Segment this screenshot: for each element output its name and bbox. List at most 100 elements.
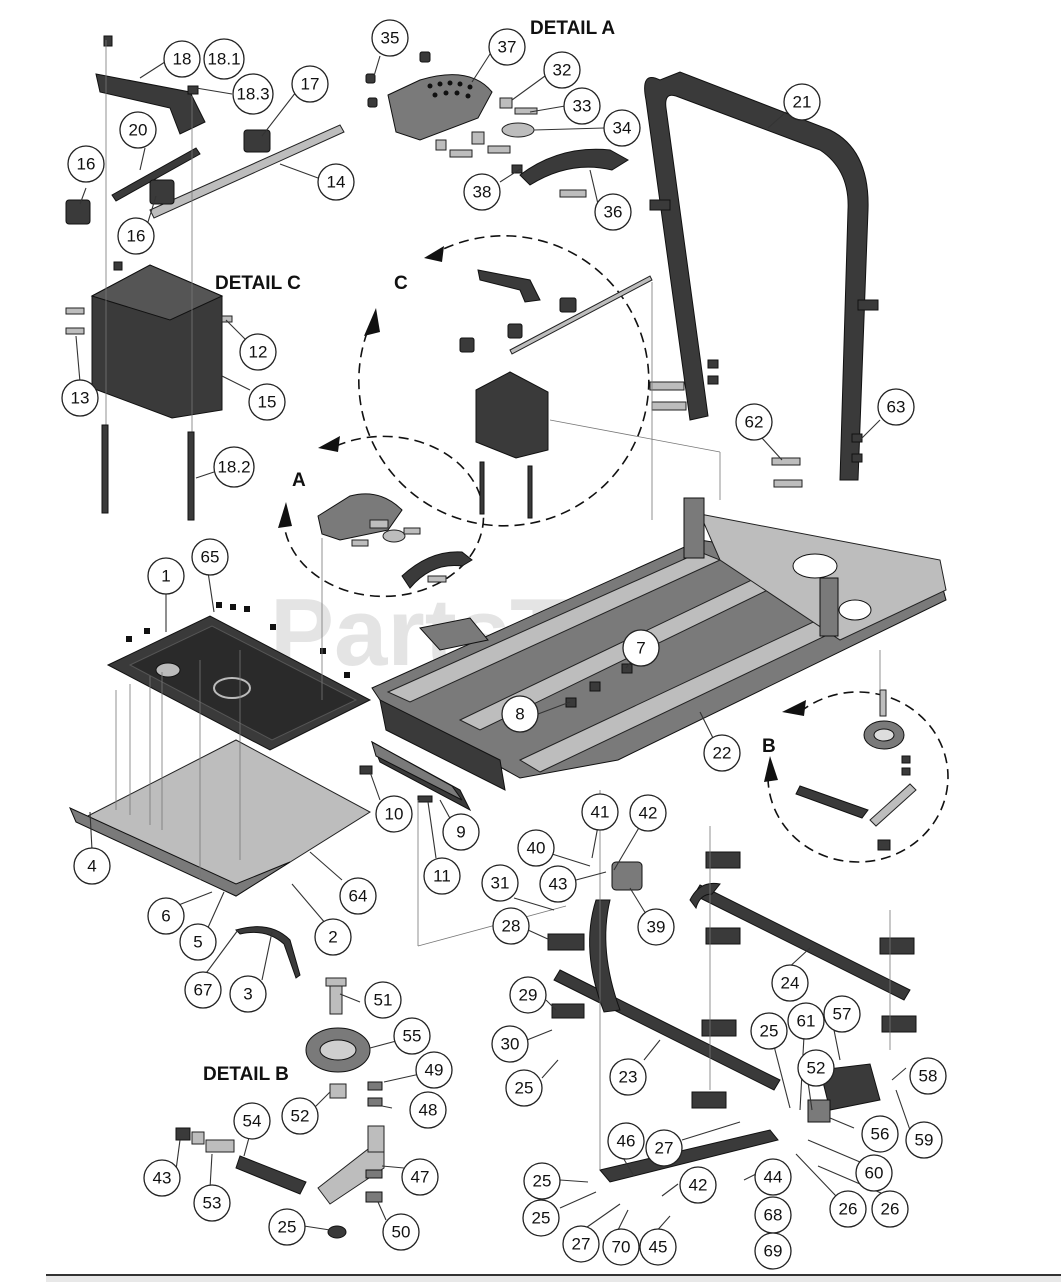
detail-circles	[278, 235, 949, 863]
guide-lines	[115, 282, 891, 1170]
leader-lines	[75, 53, 911, 1235]
callout-27: 27	[562, 1225, 600, 1263]
callout-label: 27	[572, 1235, 591, 1254]
callout-label: 57	[833, 1005, 852, 1024]
callout-49: 49	[415, 1051, 453, 1089]
callout-55: 55	[393, 1017, 431, 1055]
callout-label: 20	[129, 121, 148, 140]
callout-label: 25	[532, 1209, 551, 1228]
detail-b-title: DETAIL B	[203, 1064, 289, 1085]
callout-4: 4	[73, 847, 111, 885]
callout-31: 31	[481, 864, 519, 902]
callout-label: 17	[301, 75, 320, 94]
callout-label: 2	[328, 928, 337, 947]
callout-label: 65	[201, 548, 220, 567]
callout-label: 13	[71, 389, 90, 408]
detail-a-inset	[317, 493, 473, 589]
callout-label: 8	[515, 705, 524, 724]
callout-13: 13	[61, 379, 99, 417]
callout-29: 29	[509, 976, 547, 1014]
callout-26: 26	[829, 1190, 867, 1228]
callout-27: 27	[645, 1129, 683, 1167]
callout-label: 52	[291, 1107, 310, 1126]
callout-28: 28	[492, 907, 530, 945]
callout-34: 34	[603, 109, 641, 147]
callout-43: 43	[539, 865, 577, 903]
callout-label: 60	[865, 1164, 884, 1183]
callout-30: 30	[491, 1025, 529, 1063]
callout-label: 12	[249, 343, 268, 362]
callout-label: 40	[527, 839, 546, 858]
callout-51: 51	[364, 981, 402, 1019]
callout-43: 43	[143, 1159, 181, 1197]
callout-42: 42	[629, 794, 667, 832]
callout-18-2: 18.2	[213, 446, 255, 488]
callout-1: 1	[147, 557, 185, 595]
callout-20: 20	[119, 111, 157, 149]
main-frame	[371, 497, 947, 812]
callout-label: 41	[591, 803, 610, 822]
callout-label: 16	[77, 155, 96, 174]
detail-a-title: DETAIL A	[530, 18, 615, 39]
callout-label: 14	[327, 173, 346, 192]
callout-32: 32	[543, 51, 581, 89]
callout-label: 48	[419, 1101, 438, 1120]
callout-label: 62	[745, 413, 764, 432]
callout-label: 35	[381, 29, 400, 48]
callout-label: 25	[760, 1022, 779, 1041]
callout-label: 26	[839, 1200, 858, 1219]
floor-parts	[69, 602, 372, 979]
callout-label: 68	[764, 1206, 783, 1225]
callout-label: 11	[433, 867, 451, 886]
callout-label: 1	[161, 567, 170, 586]
callout-label: 18	[173, 50, 192, 69]
callout-8: 8	[501, 695, 539, 733]
callout-64: 64	[339, 877, 377, 915]
callout-label: 39	[647, 918, 666, 937]
detail-c-parts	[65, 35, 345, 521]
callout-25: 25	[523, 1162, 561, 1200]
detail-letter-b: B	[762, 736, 776, 757]
callout-label: 30	[501, 1035, 520, 1054]
callout-52: 52	[281, 1097, 319, 1135]
callout-61: 61	[787, 1002, 825, 1040]
callout-label: 38	[473, 183, 492, 202]
callout-18-3: 18.3	[232, 73, 274, 115]
callout-label: 16	[127, 227, 146, 246]
callout-5: 5	[179, 923, 217, 961]
callout-59: 59	[905, 1121, 943, 1159]
callout-10: 10	[375, 795, 413, 833]
callout-label: 6	[161, 907, 170, 926]
detail-letter-c: C	[394, 273, 408, 294]
callout-2: 2	[314, 918, 352, 956]
callout-label: 18.3	[236, 85, 269, 104]
callout-label: 70	[612, 1238, 631, 1257]
callout-label: 4	[87, 857, 96, 876]
callout-label: 59	[915, 1131, 934, 1150]
callout-label: 61	[797, 1012, 816, 1031]
callout-label: 44	[764, 1168, 783, 1187]
callout-label: 3	[243, 985, 252, 1004]
callout-label: 47	[411, 1168, 430, 1187]
callout-label: 33	[573, 97, 592, 116]
callout-40: 40	[517, 829, 555, 867]
callout-label: 52	[807, 1059, 826, 1078]
callout-label: 25	[533, 1172, 552, 1191]
callout-42: 42	[679, 1166, 717, 1204]
callout-label: 55	[403, 1027, 422, 1046]
callout-label: 31	[491, 874, 510, 893]
callout-label: 51	[374, 991, 393, 1010]
callout-18: 18	[163, 40, 201, 78]
callout-label: 50	[392, 1223, 411, 1242]
detail-c-inset	[459, 269, 653, 519]
callout-50: 50	[382, 1213, 420, 1251]
callout-52: 52	[797, 1049, 835, 1087]
callout-63: 63	[877, 388, 915, 426]
callout-17: 17	[291, 65, 329, 103]
callout-label: 53	[203, 1194, 222, 1213]
callout-37: 37	[488, 28, 526, 66]
callout-label: 29	[519, 986, 538, 1005]
callout-21: 21	[783, 83, 821, 121]
